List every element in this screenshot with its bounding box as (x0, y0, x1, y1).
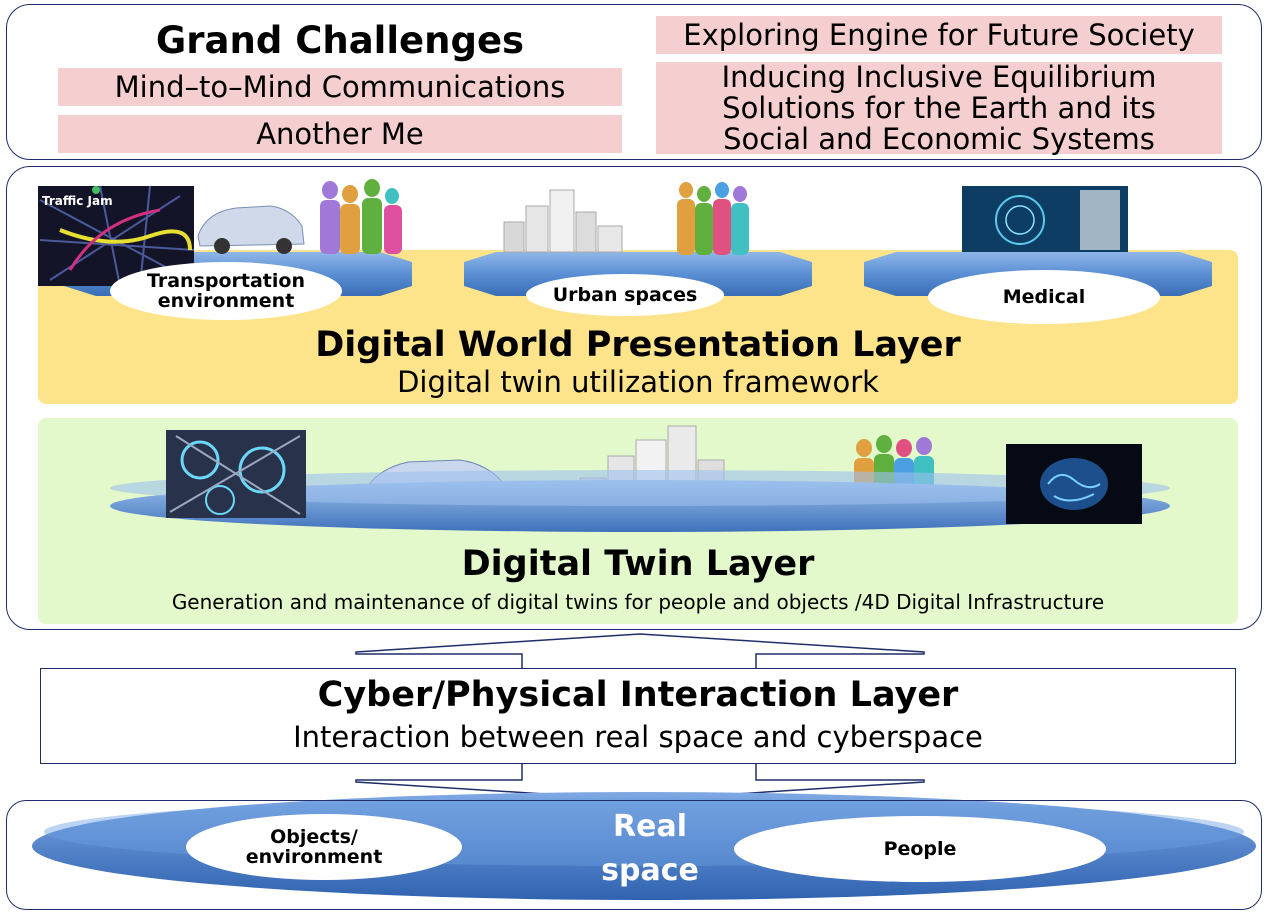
twin-layer-title: Digital Twin Layer (461, 544, 815, 584)
challenge-mind-to-mind: Mind–to–Mind Communications (58, 68, 622, 106)
real-space-title-line1: Real (613, 808, 687, 844)
traffic-jam-text: Traffic Jam (42, 194, 113, 208)
car-icon (197, 205, 305, 254)
interaction-layer-subtitle: Interaction between real space and cyber… (293, 720, 983, 754)
medical-icon (962, 186, 1128, 252)
city-icon (503, 189, 623, 253)
label-medical: Medical (928, 270, 1160, 324)
network-icon (166, 430, 306, 518)
people-silhouettes-icon (677, 182, 749, 255)
label-transportation: Transportation environment (110, 262, 342, 320)
label-urban-spaces: Urban spaces (526, 274, 724, 316)
presentation-layer-title: Digital World Presentation Layer (315, 325, 961, 365)
interaction-layer-box (40, 668, 1236, 764)
challenge-another-me: Another Me (58, 115, 622, 153)
challenge-inclusive-equilibrium: Inducing Inclusive Equilibrium Solutions… (656, 61, 1222, 154)
interaction-layer-title: Cyber/Physical Interaction Layer (317, 675, 959, 715)
challenge-exploring-engine: Exploring Engine for Future Society (656, 16, 1222, 54)
grand-challenges-title: Grand Challenges (155, 18, 525, 62)
presentation-layer-subtitle: Digital twin utilization framework (397, 365, 879, 399)
twin-layer-subtitle: Generation and maintenance of digital tw… (171, 590, 1105, 614)
real-space-panel (6, 800, 1262, 910)
brain-icon (1006, 444, 1142, 524)
people-silhouettes-icon (320, 179, 402, 254)
real-space-title-line2: space (601, 852, 699, 888)
twin-platform-disc (110, 470, 1170, 532)
label-objects-environment: Objects/ environment (186, 814, 462, 880)
label-people: People (734, 816, 1106, 882)
